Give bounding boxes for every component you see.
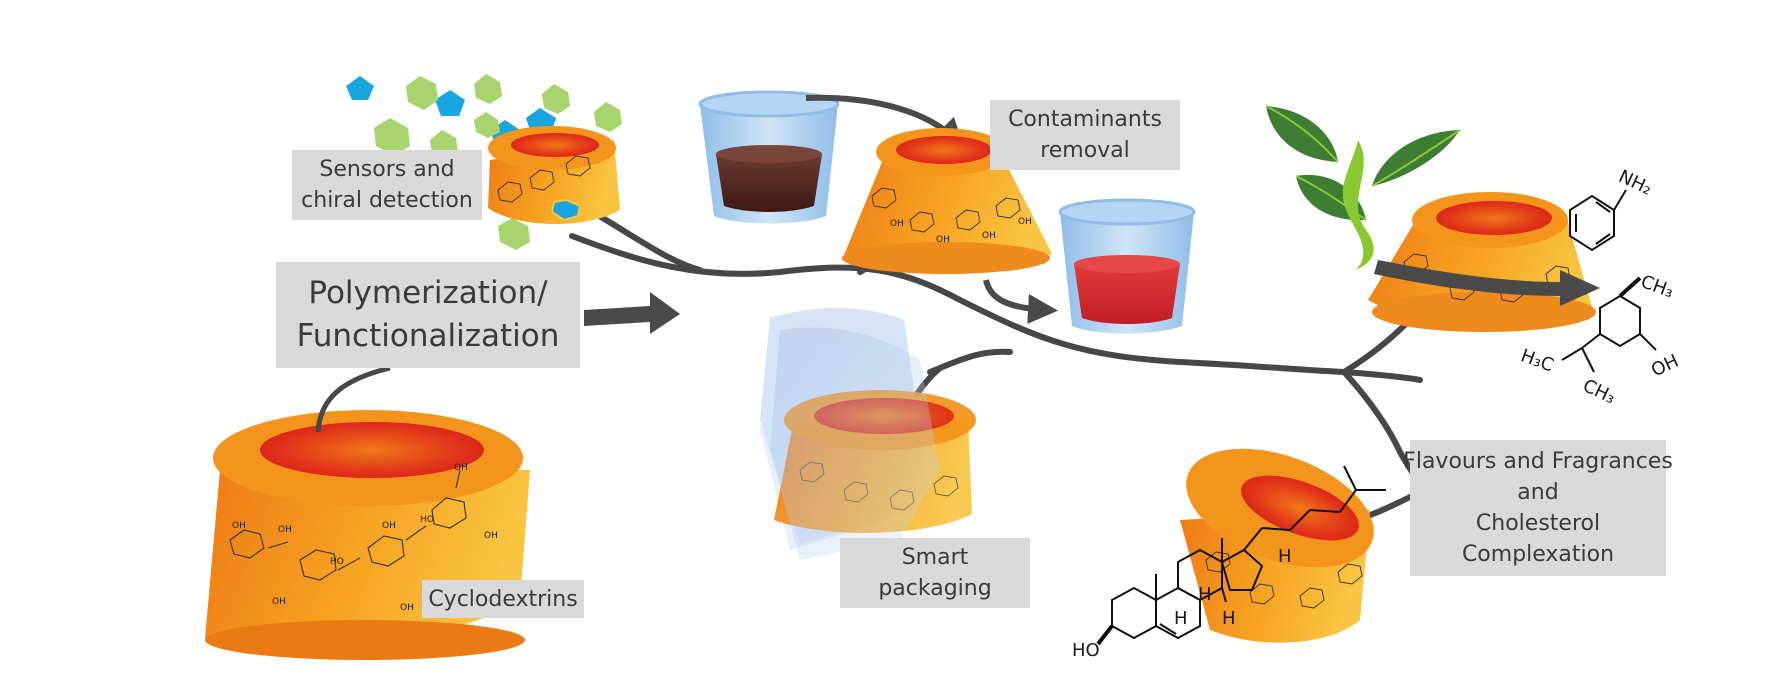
- cyclodextrin-flavours: [1368, 192, 1596, 332]
- sensor-molecules: [346, 74, 622, 250]
- svg-text:OH: OH: [382, 521, 396, 531]
- glass-red-liquid: [1058, 198, 1196, 334]
- smart-packaging-label: Smart packaging: [840, 538, 1030, 608]
- nh2-label: NH₂: [1615, 166, 1655, 199]
- ho-label: HO: [1072, 640, 1100, 661]
- flavours-label: Flavours and Fragrances and Cholesterol …: [1403, 440, 1673, 576]
- leaf-icon: [1265, 105, 1461, 270]
- arrow-right-icon: [584, 292, 680, 334]
- aniline-structure: [1569, 189, 1627, 252]
- svg-text:OH: OH: [982, 231, 996, 241]
- svg-text:OH: OH: [890, 219, 904, 229]
- glass-dark-liquid: [698, 90, 840, 224]
- cyclodextrin-contaminants: OH OH OH OH: [842, 128, 1052, 274]
- svg-text:OH: OH: [278, 525, 292, 535]
- cyclodextrin-sensor: [488, 126, 620, 224]
- contaminants-label: Contaminants removal: [990, 100, 1180, 170]
- svg-text:OH: OH: [272, 597, 286, 607]
- menthol-structure: [1561, 276, 1657, 373]
- h-label-4: H: [1278, 546, 1292, 567]
- h-label-3: H: [1222, 608, 1236, 629]
- oh-label: OH: [1648, 350, 1682, 381]
- ch3-bottom-label: CH₃: [1580, 375, 1619, 408]
- svg-text:OH: OH: [936, 235, 950, 245]
- h-label-2: H: [1198, 584, 1212, 605]
- cyclodextrin-large: OH OH HO OH HO OH OH OH OH: [205, 410, 530, 660]
- h3c-label: H₃C: [1518, 345, 1557, 376]
- polymerization-label: Polymerization/ Functionalization: [276, 262, 580, 368]
- connector-curve: [315, 365, 391, 433]
- arrow-curve-right-icon: [983, 279, 1058, 324]
- arrow-through-icon: [1374, 260, 1600, 306]
- ch3-top-label: CH₃: [1638, 271, 1677, 302]
- sensors-label: Sensors and chiral detection: [292, 150, 482, 220]
- svg-text:HO: HO: [330, 557, 344, 567]
- packaging-film-overlay: [770, 327, 940, 560]
- svg-text:HO: HO: [420, 515, 434, 525]
- cholesterol-structure: [1096, 465, 1386, 646]
- h-label-1: H: [1174, 608, 1188, 629]
- svg-text:OH: OH: [400, 603, 414, 613]
- svg-text:OH: OH: [454, 463, 468, 473]
- svg-text:OH: OH: [232, 521, 246, 531]
- svg-text:OH: OH: [1018, 217, 1032, 227]
- cyclodextrin-cholesterol: [1180, 448, 1374, 643]
- svg-text:OH: OH: [484, 531, 498, 541]
- cyclodextrins-label: Cyclodextrins: [422, 580, 584, 618]
